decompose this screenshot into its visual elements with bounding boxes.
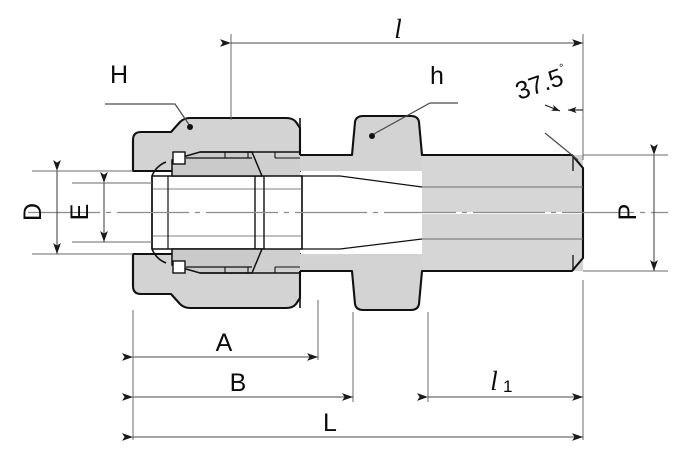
- stem-outline-lower: [300, 213, 585, 312]
- dim-label-A: A: [216, 329, 233, 357]
- dim-label-B: B: [230, 369, 247, 397]
- fitting-geometry: [28, 114, 668, 312]
- dimension-l1: l 1: [417, 280, 584, 440]
- dim-label-D: D: [19, 203, 47, 221]
- dim-label-L: L: [323, 409, 337, 437]
- dimension-D: D: [19, 160, 133, 255]
- dimension-L: L: [122, 397, 583, 441]
- dim-label-l1-subscript: 1: [503, 377, 512, 396]
- dim-label-h: h: [430, 62, 444, 90]
- leader-dot-H: [187, 124, 193, 130]
- leader-dot-h: [369, 133, 375, 139]
- dim-label-angle-degree: °: [558, 62, 566, 75]
- thread-stem-upper: [422, 155, 583, 212]
- leader-line-H: [105, 103, 191, 127]
- dimension-A: A: [122, 300, 319, 361]
- ferrule-detail-lower: [172, 260, 186, 274]
- dim-label-H: H: [110, 61, 128, 89]
- dimension-P: P: [583, 144, 668, 272]
- leader-line-angle: [544, 132, 579, 161]
- leader-line-h: [371, 102, 458, 136]
- dim-label-l1: l: [490, 366, 498, 396]
- ferrule-detail-upper: [172, 151, 186, 165]
- dim-label-E: E: [66, 204, 94, 221]
- dimension-B: B: [122, 312, 354, 402]
- angle-arrow-left: [544, 104, 561, 112]
- thread-stem-lower: [422, 214, 583, 271]
- dim-label-P: P: [614, 204, 642, 221]
- stem-outline-upper: [300, 114, 585, 213]
- dim-label-l: l: [394, 14, 402, 44]
- callout-h: h: [369, 62, 458, 139]
- dimension-E: E: [66, 172, 152, 243]
- callout-H: H: [105, 61, 193, 130]
